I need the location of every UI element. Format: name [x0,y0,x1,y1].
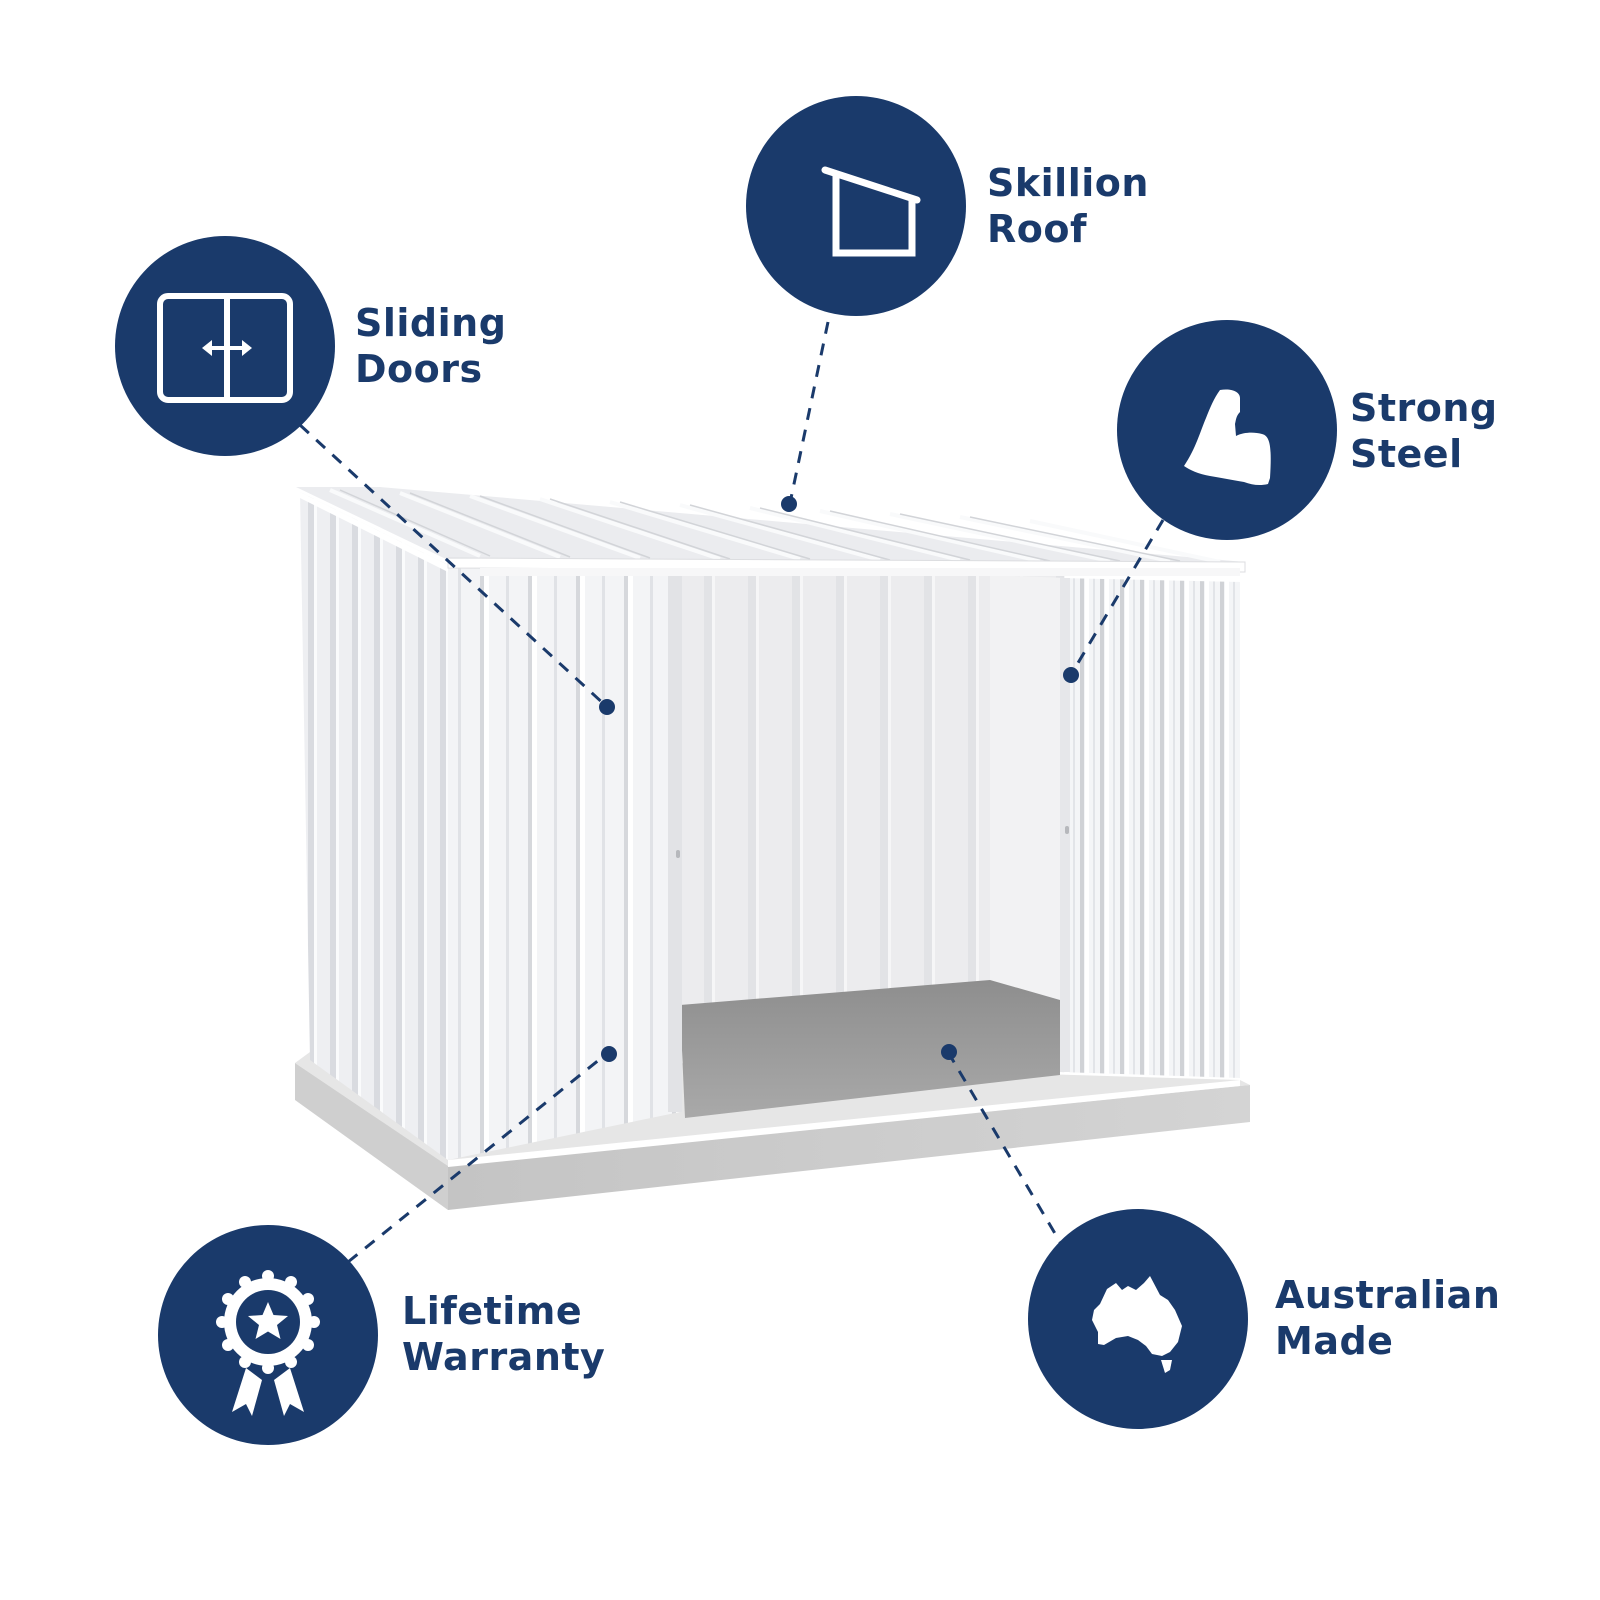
label-line2: Roof [987,207,1088,251]
left-side-wall [300,492,448,1160]
leader-sliding-doors [298,423,607,707]
leader-lifetime-warranty [347,1053,606,1264]
label-line2: Made [1275,1319,1394,1363]
label-line2: Steel [1350,432,1463,476]
shed-interior [680,575,1065,1118]
label-line1: Skillion [987,161,1149,205]
skillion-roof-icon [821,166,921,257]
dot-skillion-roof [781,496,797,512]
label-line1: Lifetime [402,1289,583,1333]
leader-australian-made [946,1051,1062,1243]
label-strong-steel: Strong Steel [1350,385,1498,477]
right-sliding-door [1060,578,1240,1078]
label-line2: Warranty [402,1335,606,1379]
callout-dots [599,496,1079,1062]
badge-australian-made [1028,1209,1248,1429]
label-line1: Australian [1275,1273,1501,1317]
sliding-door-icon [157,293,293,403]
leader-lines [298,321,1165,1264]
label-skillion-roof: Skillion Roof [987,160,1149,252]
dot-sliding-doors [599,699,615,715]
dot-strong-steel [1063,667,1079,683]
badge-skillion-roof [746,96,966,316]
label-line1: Strong [1350,386,1498,430]
label-line2: Doors [355,347,483,391]
flexed-bicep-icon [1184,389,1271,486]
label-sliding-doors: Sliding Doors [355,300,506,392]
badge-strong-steel [1117,320,1337,540]
left-sliding-door [448,565,682,1160]
skillion-roof [296,487,1246,576]
australia-map-icon [1092,1276,1182,1373]
leader-skillion-roof [788,321,830,504]
award-ribbon-star-icon [216,1270,320,1416]
label-australian-made: Australian Made [1275,1272,1500,1364]
leader-strong-steel [1070,519,1165,674]
badge-sliding-doors [115,236,335,456]
badge-lifetime-warranty [158,1225,378,1445]
label-line1: Sliding [355,301,507,345]
dot-lifetime-warranty [601,1046,617,1062]
dot-australian-made [941,1044,957,1060]
label-lifetime-warranty: Lifetime Warranty [402,1288,605,1380]
